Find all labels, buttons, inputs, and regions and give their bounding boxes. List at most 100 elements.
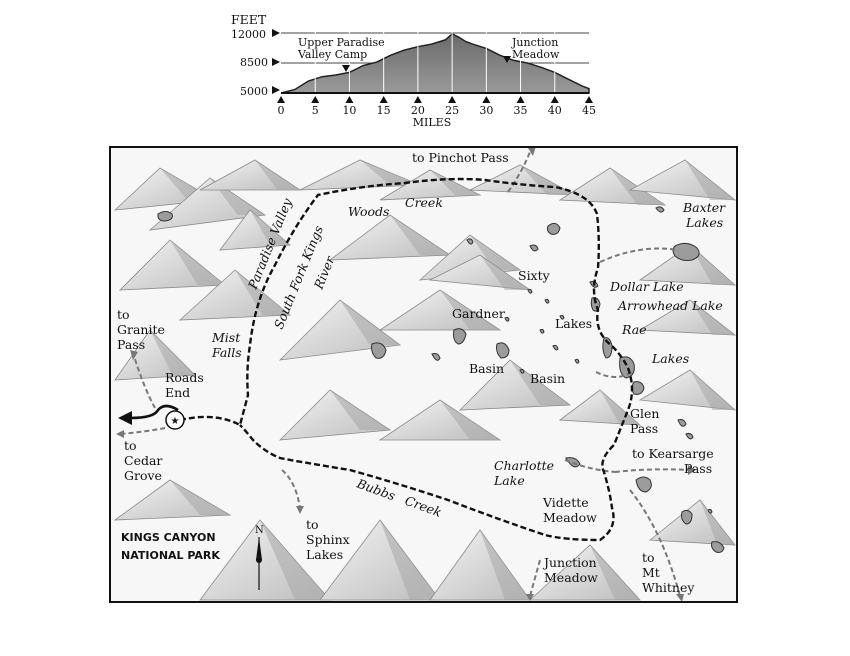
lake (574, 358, 580, 364)
label-cedar: Cedar (124, 453, 162, 468)
label-junction-meadow: Meadow (544, 570, 598, 585)
lake (371, 342, 387, 359)
trail-to-baxter (599, 247, 679, 263)
lake (431, 353, 441, 361)
label-to: to (117, 307, 130, 322)
x-tick-label: 5 (312, 104, 319, 117)
mountain-shadow (690, 245, 735, 285)
trail-arrows (116, 146, 696, 602)
lake (631, 381, 645, 395)
arrow-icon (296, 506, 304, 514)
trail-map: ★ to Pinchot Pass Woods Creek Paradise V… (109, 146, 738, 603)
trail-to-granite (133, 355, 156, 409)
y-tick-label: 12000 (231, 28, 266, 41)
main-loop-trail (179, 177, 634, 542)
mountain-shadow (480, 530, 530, 600)
label-roads-end: End (165, 385, 190, 400)
x-tick-arrow (482, 96, 491, 103)
x-tick-label: 40 (548, 104, 562, 117)
label-gardner-basin: Basin (469, 361, 504, 376)
mountain-shadow (170, 480, 230, 515)
label-vidette: Vidette (542, 495, 589, 510)
label-vidette-meadow: Meadow (543, 510, 597, 525)
lake (453, 328, 467, 345)
lake (519, 368, 525, 374)
label-junction: Junction (542, 555, 597, 570)
label-charlotte-lake: Lake (493, 473, 525, 488)
arrow-icon (688, 465, 696, 475)
label-kearsarge-pass: Pass (684, 461, 712, 476)
mountain-shadow (440, 400, 500, 440)
mountain-shadow (430, 170, 480, 195)
north-arrow-center (256, 557, 262, 563)
mountain-shadow (690, 300, 735, 335)
profile-mile-lines (314, 31, 556, 93)
mountain-shadow (150, 330, 195, 375)
x-tick-arrow (448, 96, 457, 103)
x-tick-arrow (311, 96, 320, 103)
north-label: N (255, 525, 264, 536)
mountain-shadow (330, 390, 390, 430)
label-national-park: NATIONAL PARK (121, 549, 220, 562)
label-whitney: Whitney (642, 580, 695, 595)
x-tick-label: 25 (445, 104, 459, 117)
x-tick-arrow (379, 96, 388, 103)
label-glen: Glen (630, 406, 659, 421)
label-mist: Mist (211, 330, 241, 345)
north-arrow-icon: N (255, 525, 264, 590)
label-to: to (306, 517, 319, 532)
lake (655, 206, 665, 213)
mountain-shadow (235, 270, 290, 315)
label-sixty-lakes: Lakes (555, 316, 592, 331)
label-gardner: Gardner (452, 306, 505, 321)
label-to: to (124, 438, 137, 453)
hiker-icon (165, 410, 185, 430)
label-to-pinchot-pass: to Pinchot Pass (412, 150, 509, 165)
label-glen-pass: Pass (630, 421, 658, 436)
lake (527, 288, 533, 294)
mountain-shadow (590, 545, 640, 600)
lake (559, 314, 565, 320)
trail-to-kearsarge (614, 468, 691, 473)
x-tick-label: 20 (411, 104, 425, 117)
marker-label: Meadow (512, 48, 560, 61)
arrow-icon (528, 146, 536, 156)
label-dollar-lake: Dollar Lake (609, 279, 684, 294)
lake (711, 541, 725, 553)
marker-label: Upper Paradise (298, 36, 385, 49)
lake (157, 211, 173, 222)
label-baxter: Baxter (682, 200, 726, 215)
lake (707, 508, 713, 514)
x-tick-arrow (345, 96, 354, 103)
label-cedar-grove: Grove (124, 468, 162, 483)
label-roads: Roads (165, 370, 204, 385)
y-tick-arrow (272, 29, 280, 37)
marker-label: Junction (511, 36, 558, 49)
y-tick-arrow (272, 86, 280, 94)
lake (681, 509, 693, 525)
label-woods: Woods (348, 204, 389, 219)
mountain-shadow (690, 370, 735, 410)
label-sixty-basin: Basin (530, 371, 565, 386)
x-tick-arrow (585, 96, 593, 103)
mountain-shadow (360, 160, 420, 185)
x-tick-label: 0 (278, 104, 285, 117)
mountain-shadow (255, 160, 300, 190)
lake (496, 342, 510, 359)
label-woods-creek: Creek (405, 195, 443, 210)
hiker-icon-glyph: ★ (171, 416, 180, 427)
lake (504, 316, 510, 322)
x-tick-label: 10 (342, 104, 356, 117)
x-tick-label: 15 (377, 104, 391, 117)
label-sixty: Sixty (518, 268, 551, 283)
y-tick-label: 8500 (240, 56, 268, 69)
mountain-shadow (250, 210, 290, 245)
arrow-icon (116, 430, 124, 438)
label-mt: Mt (642, 565, 660, 580)
label-to: to (642, 550, 655, 565)
label-charlotte: Charlotte (494, 458, 554, 473)
lake (529, 244, 539, 252)
y-tick-label: 5000 (240, 85, 268, 98)
